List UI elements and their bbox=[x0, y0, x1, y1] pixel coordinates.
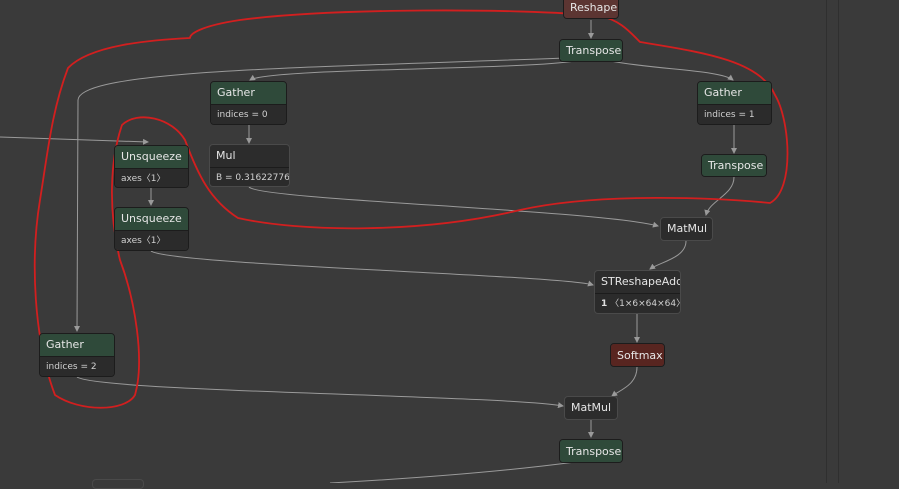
edge-unsqueeze2-streshapeadd bbox=[150, 250, 594, 287]
edge-transpose-gather2 bbox=[74, 57, 566, 332]
edge-mul-matmul1 bbox=[248, 186, 659, 228]
node-title: Transpose bbox=[560, 40, 622, 61]
annotation-loop-large bbox=[33, 9, 789, 409]
node-transpose-bottom[interactable]: Transpose bbox=[559, 439, 623, 463]
node-title: MatMul bbox=[565, 397, 617, 419]
node-attribute: indices = 1 bbox=[698, 104, 771, 124]
node-gather-1[interactable]: Gather indices = 1 bbox=[697, 81, 772, 125]
node-attribute: 1 〈1×6×64×64〉 bbox=[595, 293, 680, 313]
attr-shape: 〈1×6×64×64〉 bbox=[610, 299, 680, 309]
node-partial-bottom[interactable] bbox=[92, 479, 144, 489]
node-title: STReshapeAdd bbox=[595, 271, 680, 293]
node-streshapeadd[interactable]: STReshapeAdd 1 〈1×6×64×64〉 bbox=[594, 270, 681, 314]
node-matmul-2[interactable]: MatMul bbox=[564, 396, 618, 420]
node-transpose-right[interactable]: Transpose bbox=[701, 154, 767, 177]
edge-softmax-matmul2 bbox=[611, 366, 638, 397]
node-title: Softmax bbox=[611, 344, 664, 366]
node-title: MatMul bbox=[661, 218, 712, 240]
node-title: Transpose bbox=[702, 155, 766, 176]
node-transpose-top[interactable]: Transpose bbox=[559, 39, 623, 62]
node-softmax[interactable]: Softmax bbox=[610, 343, 665, 367]
node-attribute: axes〈1〉 bbox=[115, 230, 188, 250]
node-matmul-1[interactable]: MatMul bbox=[660, 217, 713, 241]
edge-matmul1-streshapeadd bbox=[649, 240, 687, 270]
node-attribute: B = 0.31622776... bbox=[210, 167, 289, 186]
edge-transpose-matmul1 bbox=[704, 176, 735, 216]
node-title: Unsqueeze bbox=[115, 208, 188, 230]
panel-divider bbox=[838, 0, 839, 483]
node-gather-2[interactable]: Gather indices = 2 bbox=[39, 333, 115, 377]
node-reshape[interactable]: Reshape bbox=[563, 0, 619, 19]
node-mul[interactable]: Mul B = 0.31622776... bbox=[209, 144, 290, 187]
panel-divider bbox=[826, 0, 827, 483]
edge-transpose-gather1 bbox=[609, 60, 734, 81]
node-gather-0[interactable]: Gather indices = 0 bbox=[210, 81, 287, 125]
node-title: Gather bbox=[698, 82, 771, 104]
node-unsqueeze-2[interactable]: Unsqueeze axes〈1〉 bbox=[114, 207, 189, 251]
attr-bold: 1 bbox=[601, 299, 608, 309]
node-attribute: indices = 0 bbox=[211, 104, 286, 124]
node-attribute: axes〈1〉 bbox=[115, 168, 188, 187]
node-title: Transpose bbox=[560, 440, 622, 462]
node-title: Gather bbox=[40, 334, 114, 356]
edge-transpose-output bbox=[329, 461, 576, 483]
node-title: Gather bbox=[211, 82, 286, 104]
edge-external-unsqueeze1 bbox=[0, 136, 149, 145]
node-unsqueeze-1[interactable]: Unsqueeze axes〈1〉 bbox=[114, 145, 189, 188]
node-attribute: indices = 2 bbox=[40, 356, 114, 376]
edge-transpose-gather0 bbox=[249, 60, 576, 81]
node-title: Unsqueeze bbox=[115, 146, 188, 168]
edge-gather2-matmul2 bbox=[76, 376, 564, 409]
node-title: Reshape bbox=[564, 0, 618, 18]
node-title: Mul bbox=[210, 145, 289, 167]
